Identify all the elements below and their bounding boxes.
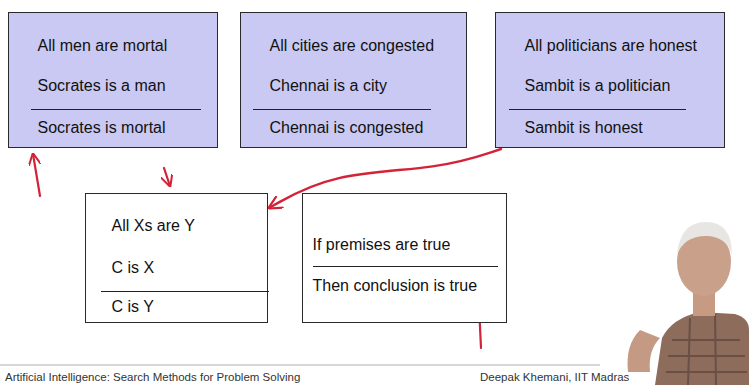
- inference-rule-line: [253, 109, 431, 110]
- statement-text: All men are mortal: [38, 36, 168, 56]
- statement-text: C is Y: [112, 297, 154, 317]
- statement-text: If premises are true: [313, 235, 451, 255]
- footer-rule: [0, 365, 600, 366]
- statement-text: All cities are congested: [270, 36, 435, 56]
- inference-rule-line: [31, 109, 201, 110]
- statement-text: Socrates is mortal: [38, 118, 166, 138]
- statement-text: All politicians are honest: [525, 36, 698, 56]
- premise-box: All cities are congestedChennai is a cit…: [240, 12, 467, 148]
- statement-text: Chennai is congested: [270, 118, 424, 138]
- footer-course: Artificial Intelligence: Search Methods …: [5, 370, 300, 384]
- statement-text: Chennai is a city: [270, 76, 387, 96]
- statement-text: Sambit is honest: [525, 118, 643, 138]
- statement-text: Socrates is a man: [38, 76, 166, 96]
- inference-rule-line: [313, 266, 498, 267]
- statement-text: All Xs are Y: [112, 216, 195, 236]
- presenter-figure: [628, 222, 749, 385]
- rule-box: If premises are trueThen conclusion is t…: [302, 193, 507, 323]
- inference-rule-line: [101, 291, 269, 292]
- schema-box: All Xs are Y C is X C is Y: [85, 193, 268, 323]
- statement-text: C is X: [112, 258, 155, 278]
- premise-box: All men are mortalSocrates is a manSocra…: [8, 12, 218, 148]
- statement-text: Sambit is a politician: [525, 76, 671, 96]
- footer-author: Deepak Khemani, IIT Madras: [480, 370, 629, 384]
- premise-box: All politicians are honestSambit is a po…: [495, 12, 725, 148]
- statement-text: Then conclusion is true: [313, 276, 478, 296]
- inference-rule-line: [509, 109, 686, 110]
